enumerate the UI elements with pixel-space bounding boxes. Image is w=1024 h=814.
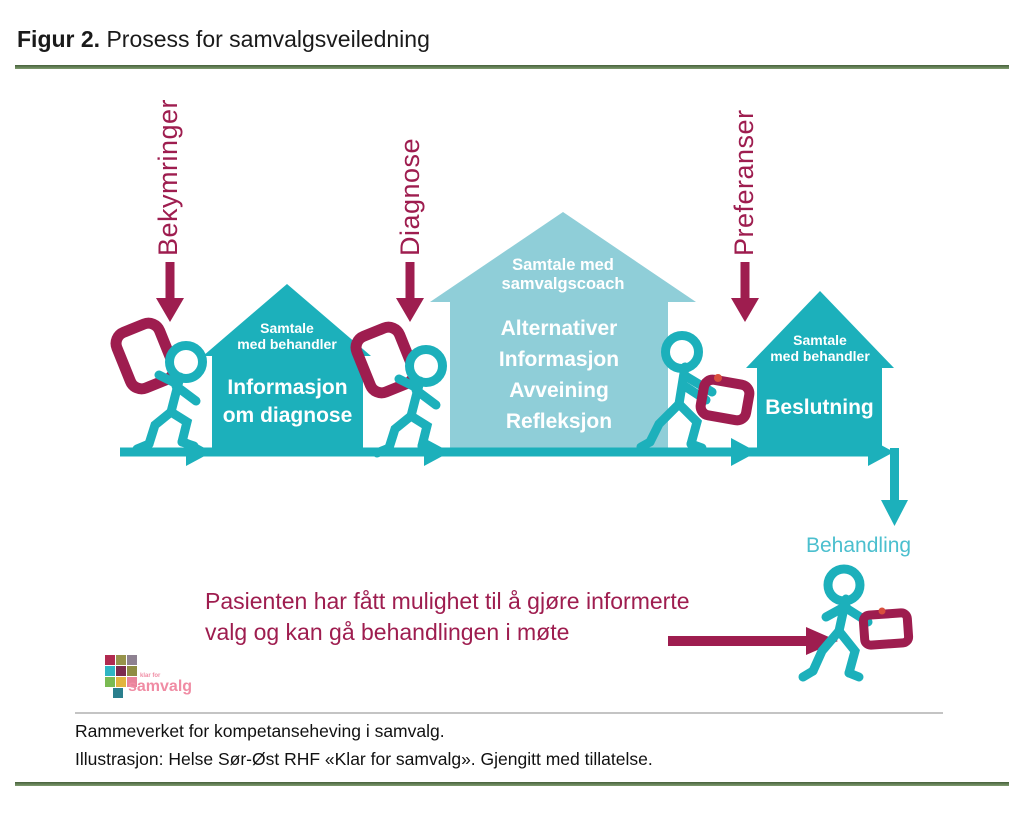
- house3-roof: Samtale med behandler: [746, 291, 894, 368]
- logo-square: [116, 666, 126, 676]
- down-arrow-preferanser: [731, 262, 759, 322]
- logo-square: [127, 677, 137, 687]
- house2-roof: Samtale med samvalgscoach: [430, 212, 696, 302]
- logo-square: [116, 655, 126, 665]
- bottom-rule: [15, 782, 1009, 786]
- logo-square: [105, 666, 115, 676]
- caption-divider: [75, 712, 943, 714]
- logo-square: [105, 677, 115, 687]
- logo-square: [127, 666, 137, 676]
- house1-body: Informasjon om diagnose: [212, 356, 363, 448]
- stage-label-diagnose: Diagnose: [395, 137, 425, 256]
- message-arrow: [668, 627, 838, 655]
- logo-square: [105, 655, 115, 665]
- stage-label-preferanser: Preferanser: [729, 109, 759, 256]
- walking-person-carrying-case-icon: [112, 320, 202, 449]
- caption-line-1: Rammeverket for kompetanseheving i samva…: [75, 721, 445, 741]
- logo-square: [116, 677, 126, 687]
- behandling-label: Behandling: [806, 534, 912, 557]
- klar-for-samvalg-logo: klar for samvalg: [100, 650, 200, 702]
- house1-roof-text: Samtale med behandler: [237, 319, 337, 352]
- figure-title-text: Prosess for samvalgsveiledning: [106, 26, 430, 52]
- house3-roof-text: Samtale med behandler: [770, 331, 870, 364]
- house2-body: Alternativer Informasjon Avveining Refle…: [450, 302, 668, 448]
- walking-person-carrying-case-icon: [352, 324, 442, 453]
- stage-label-bekymringer: Bekymringer: [153, 98, 183, 256]
- process-flow-arrow: [120, 438, 908, 526]
- logo-square: [127, 655, 137, 665]
- down-arrow-diagnose: [396, 262, 424, 322]
- house3-body: Beslutning: [757, 368, 882, 448]
- figure-title: Figur 2. Prosess for samvalgsveiledning: [17, 26, 430, 53]
- logo-name: samvalg: [128, 678, 193, 695]
- down-arrow-bekymringer: [156, 262, 184, 322]
- logo-tail-square: [113, 688, 123, 698]
- caption-line-2: Illustrasjon: Helse Sør-Øst RHF «Klar fo…: [75, 749, 653, 769]
- walking-person-with-briefcase-icon: [798, 564, 914, 682]
- top-rule: [15, 65, 1009, 69]
- logo-grid: [105, 655, 139, 687]
- house2-roof-text: Samtale med samvalgscoach: [501, 256, 625, 294]
- house1-roof: Samtale med behandler: [203, 284, 371, 356]
- logo-tagline: klar for: [140, 673, 161, 679]
- message-text: Pasienten har fått mulighet til å gjøre …: [205, 588, 690, 645]
- figure-label: Figur 2.: [17, 26, 101, 52]
